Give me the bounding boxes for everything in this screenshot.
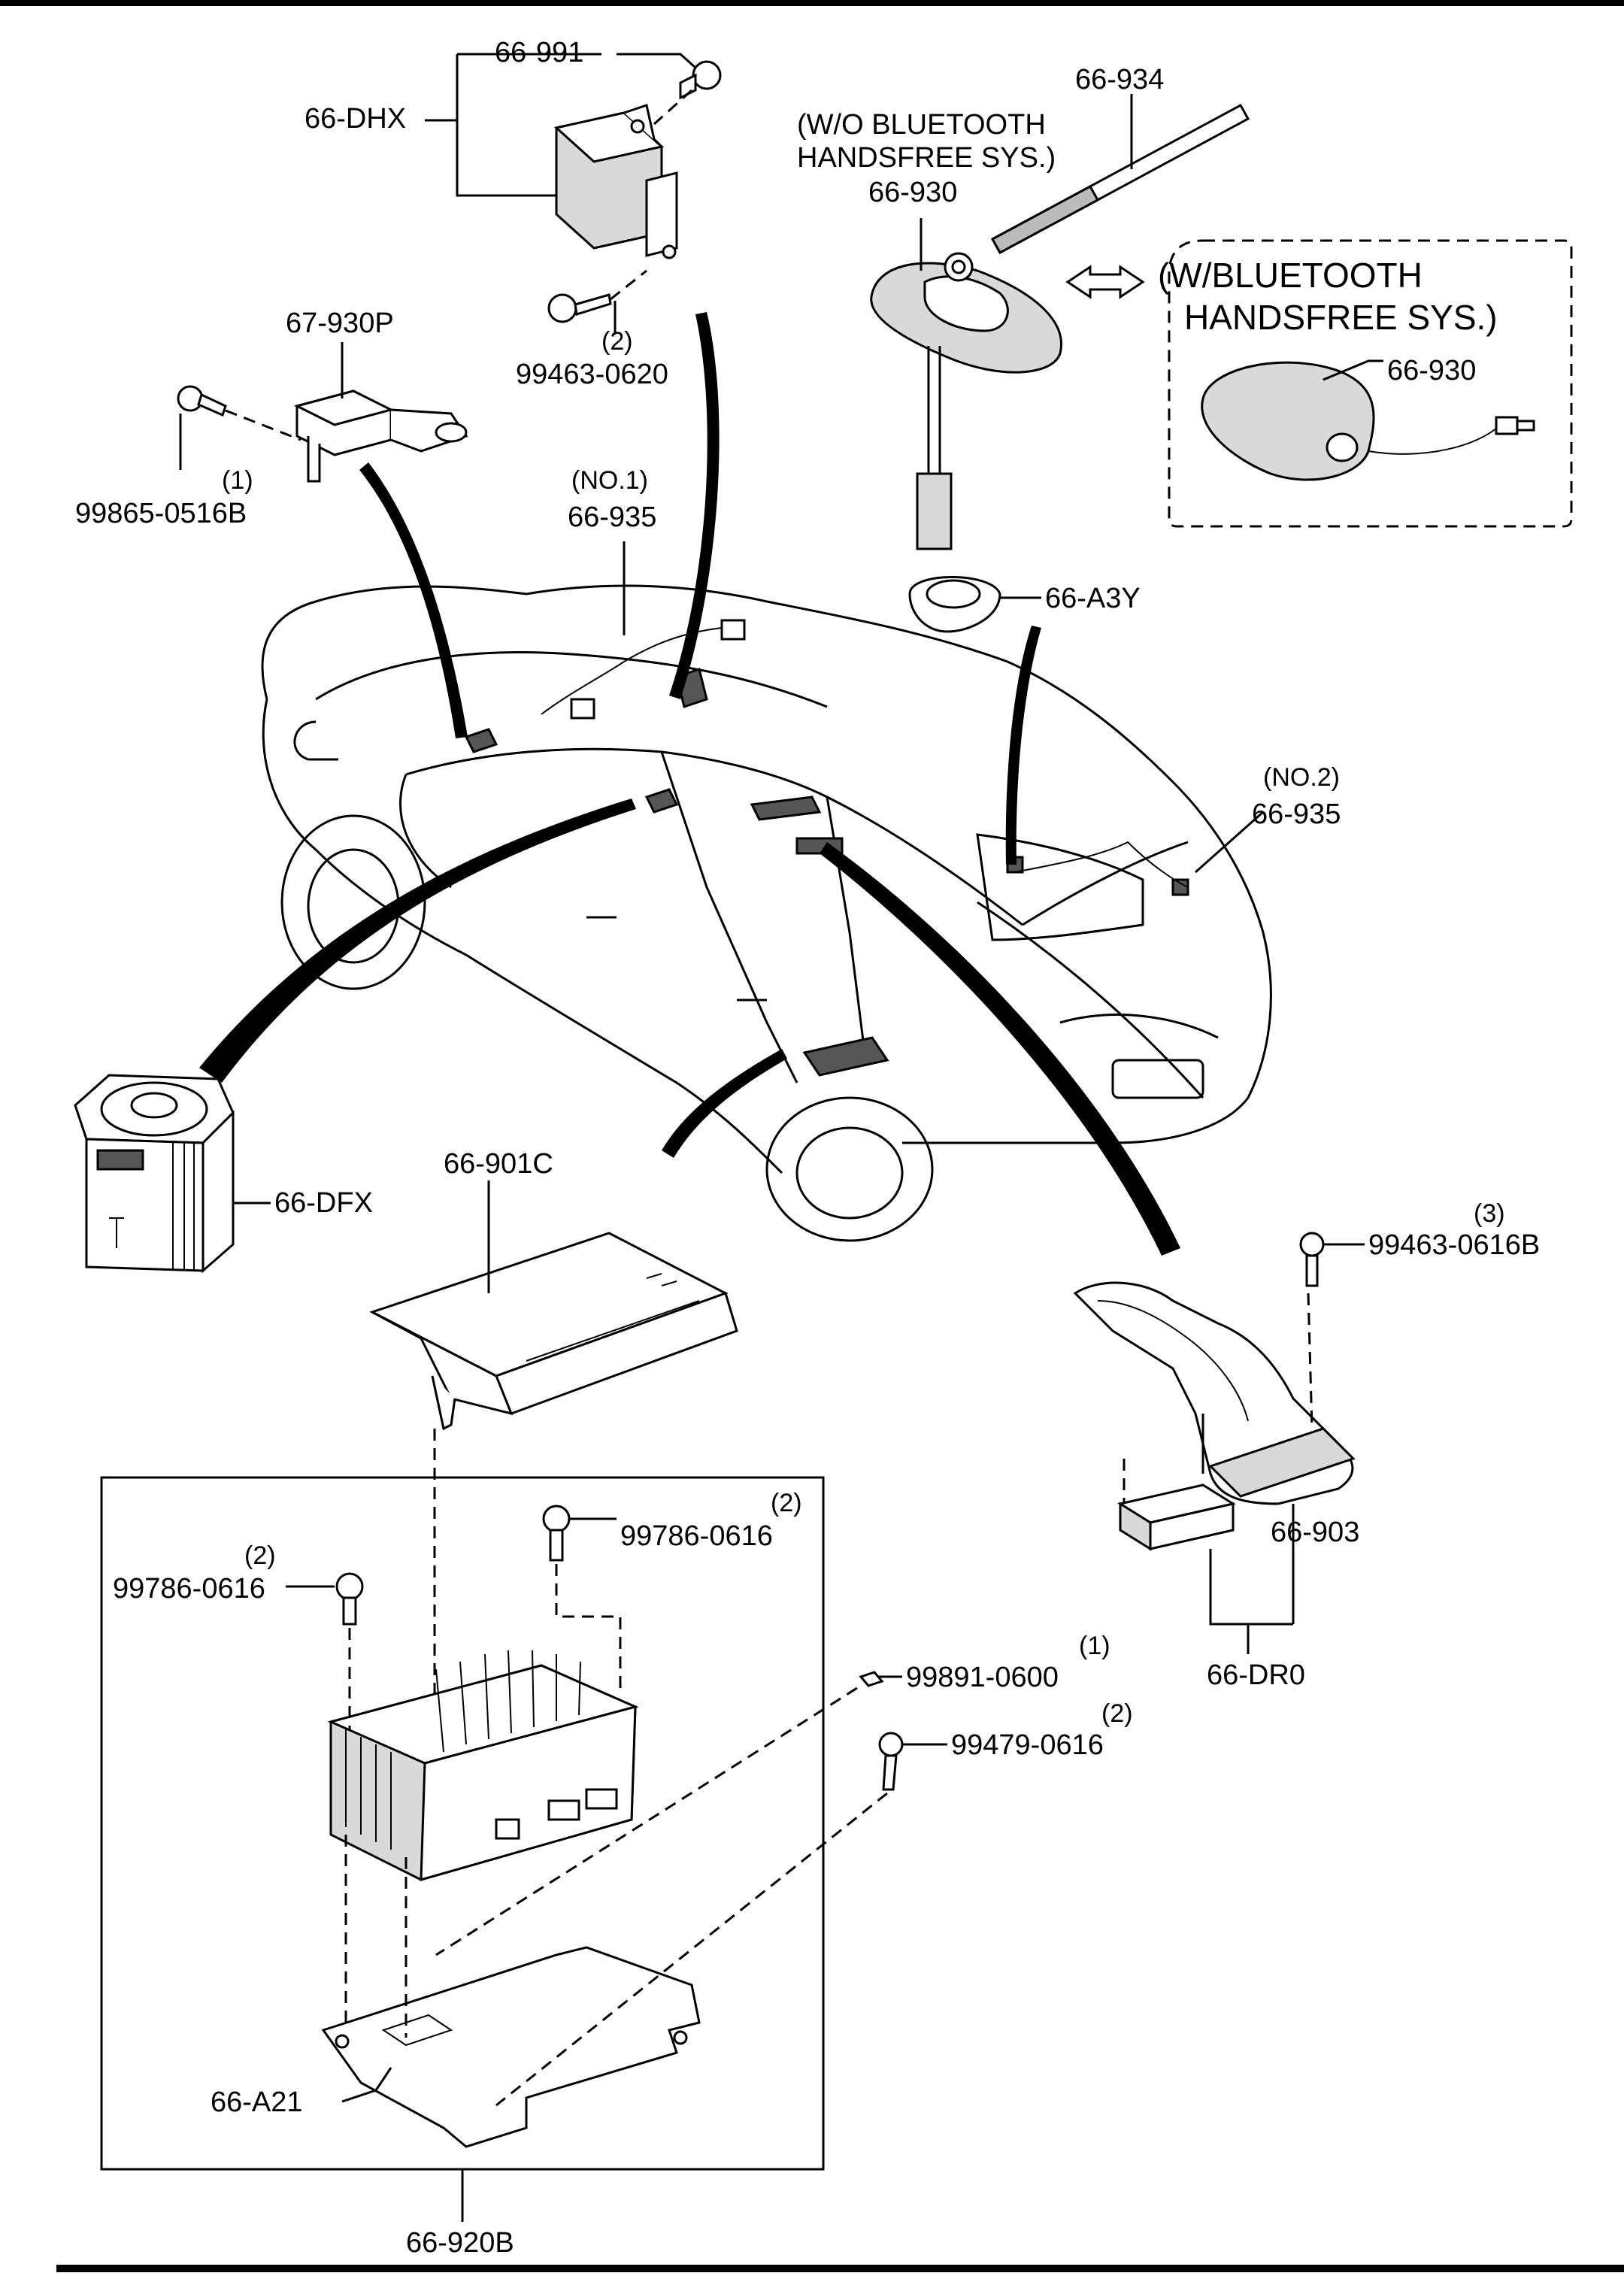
label-99463-0616b: 99463-0616B [1368, 1229, 1540, 1261]
harness-leaders [623, 541, 1264, 874]
installed-components [464, 619, 1189, 1077]
module-66-dhx [425, 53, 722, 335]
callout-labels: 66-991 66-DHX (2) 99463-0620 67-930P (1)… [75, 37, 1540, 2259]
label-66-934: 66-934 [1075, 64, 1164, 95]
label-99865-0516b: 99865-0516B [75, 498, 247, 529]
qty-99891-0600: (1) [1079, 1632, 1110, 1660]
label-wo-bluetooth-1: (W/O BLUETOOTH [797, 109, 1046, 141]
label-66-dr0: 66-DR0 [1207, 1659, 1305, 1691]
bottom-rule [56, 2265, 1624, 2272]
vehicle-outline [261, 584, 1272, 1242]
amplifier-kit-66-920b [100, 1476, 947, 2222]
label-66-935-b: 66-935 [1252, 799, 1341, 830]
label-wo-bluetooth-2: HANDSFREE SYS.) [797, 142, 1056, 174]
qty-99479-0616: (2) [1101, 1699, 1133, 1728]
label-66-991: 66-991 [495, 37, 583, 68]
label-66-901c: 66-901C [444, 1148, 553, 1180]
label-66-a3y: 66-A3Y [1045, 583, 1141, 614]
switch-66-dfx [74, 1074, 271, 1274]
label-66-903: 66-903 [1271, 1517, 1359, 1548]
cover-66-901c [369, 1180, 738, 1774]
bracket-66-903 [1073, 1232, 1365, 1654]
label-66-935-a: 66-935 [568, 502, 656, 533]
pointer-arcs [199, 312, 1180, 1256]
label-66-930-a: 66-930 [868, 177, 957, 208]
top-rule [0, 0, 1624, 6]
qty-99463-0616b: (3) [1474, 1199, 1505, 1228]
label-99891-0600: 99891-0600 [906, 1662, 1059, 1693]
qty-99786-0616-a: (2) [771, 1489, 802, 1517]
label-no1: (NO.1) [571, 466, 648, 495]
label-99786-0616-a: 99786-0616 [620, 1520, 773, 1552]
label-66-dhx: 66-DHX [304, 103, 406, 135]
module-67-930p [177, 342, 468, 483]
label-99479-0616: 99479-0616 [951, 1729, 1104, 1761]
label-66-dfx: 66-DFX [274, 1187, 373, 1219]
label-no2: (NO.2) [1263, 763, 1340, 792]
label-w-bluetooth-2: HANDSFREE SYS.) [1184, 298, 1498, 337]
label-99463-0620: 99463-0620 [516, 359, 668, 390]
label-66-920b: 66-920B [406, 2227, 514, 2259]
antenna-assembly [870, 94, 1250, 633]
label-67-930p: 67-930P [286, 308, 394, 339]
bluetooth-variant-box [1168, 239, 1573, 528]
label-99786-0616-b: 99786-0616 [113, 1573, 265, 1605]
qty-99786-0616-b: (2) [244, 1541, 276, 1570]
label-66-930-b: 66-930 [1387, 355, 1476, 386]
label-66-a21: 66-A21 [211, 2087, 303, 2118]
qty-99865-0516b: (1) [222, 466, 253, 495]
label-w-bluetooth-1: (W/BLUETOOTH [1158, 256, 1423, 295]
qty-99463-0620: (2) [601, 327, 633, 356]
